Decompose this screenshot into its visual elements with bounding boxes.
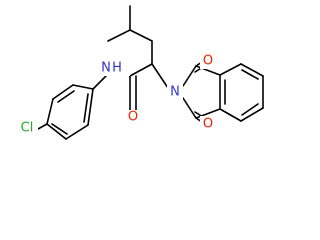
bond [151,63,169,89]
bond [219,108,242,122]
amide-nitrogen-label: N [101,61,111,76]
bond [65,124,89,140]
bond [46,123,67,140]
imide-nitrogen-label: N [170,85,180,100]
bond [241,103,259,116]
structure-canvas: N H O N O O Cl [16,5,264,140]
molecule-structure: N H O N O O Cl [16,5,264,140]
amide-hydrogen-label: H [112,61,122,76]
bond [219,63,242,76]
chlorine-label: Cl [21,121,34,136]
imide-oxygen-bottom-label: O [203,117,213,132]
bond [182,65,197,87]
amide-oxygen-label: O [128,110,138,125]
bond [83,93,89,123]
bond [52,84,74,100]
bond [107,29,131,42]
bond [129,29,153,42]
bond [37,123,48,130]
bond [240,107,264,122]
bond [92,75,107,90]
bond [240,63,264,77]
bond [129,63,153,77]
bonds [37,5,264,140]
bond [57,90,75,103]
atom-labels: N H O N O O Cl [16,53,216,136]
bond [182,97,197,119]
bond [72,84,94,90]
bond [87,88,94,126]
bond [241,69,259,80]
imide-oxygen-top-label: O [203,54,213,69]
bond [46,98,54,125]
bond [51,123,68,135]
